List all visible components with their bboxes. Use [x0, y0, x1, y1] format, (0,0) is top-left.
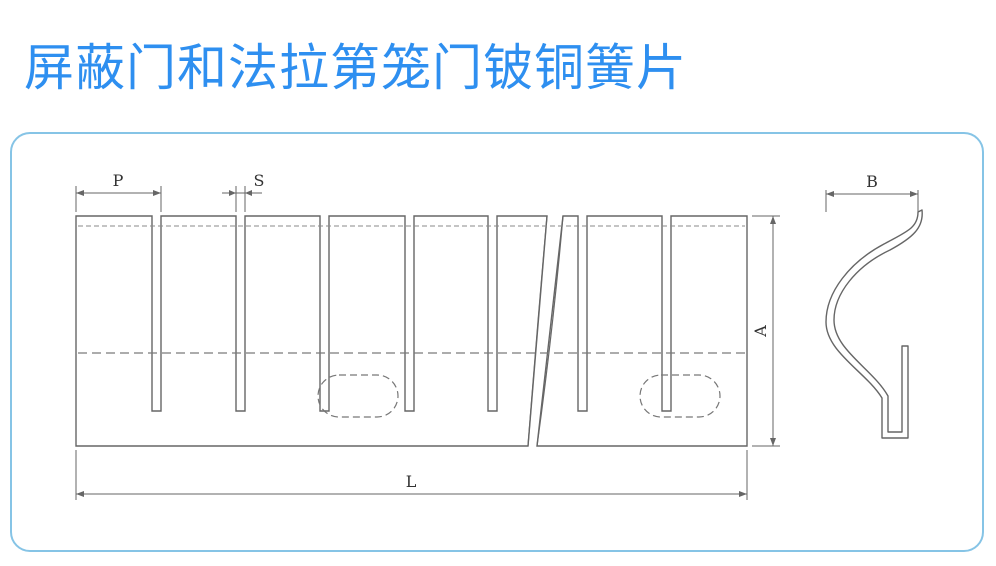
- dimension-label-l: L: [406, 472, 417, 491]
- dimension-label-b: B: [866, 172, 878, 191]
- dimension-l: [75, 450, 748, 500]
- mounting-slot: [317, 374, 399, 418]
- side-profile: [825, 209, 923, 439]
- page-title: 屏蔽门和法拉第笼门铍铜簧片: [24, 39, 687, 97]
- dimension-s: [222, 186, 262, 212]
- break-mark: [527, 215, 548, 447]
- mounting-slot: [639, 374, 721, 418]
- break-mark: [536, 215, 564, 447]
- dimension-label-a: A: [751, 325, 770, 338]
- dimension-label-s: S: [254, 171, 265, 190]
- finger-strip-right-outline: [536, 215, 748, 447]
- dimension-b: [825, 190, 919, 212]
- dimension-label-p: P: [113, 171, 124, 190]
- dimension-p: [75, 186, 162, 212]
- dimension-a: [752, 215, 780, 447]
- finger-strip-left-outline: [75, 215, 548, 447]
